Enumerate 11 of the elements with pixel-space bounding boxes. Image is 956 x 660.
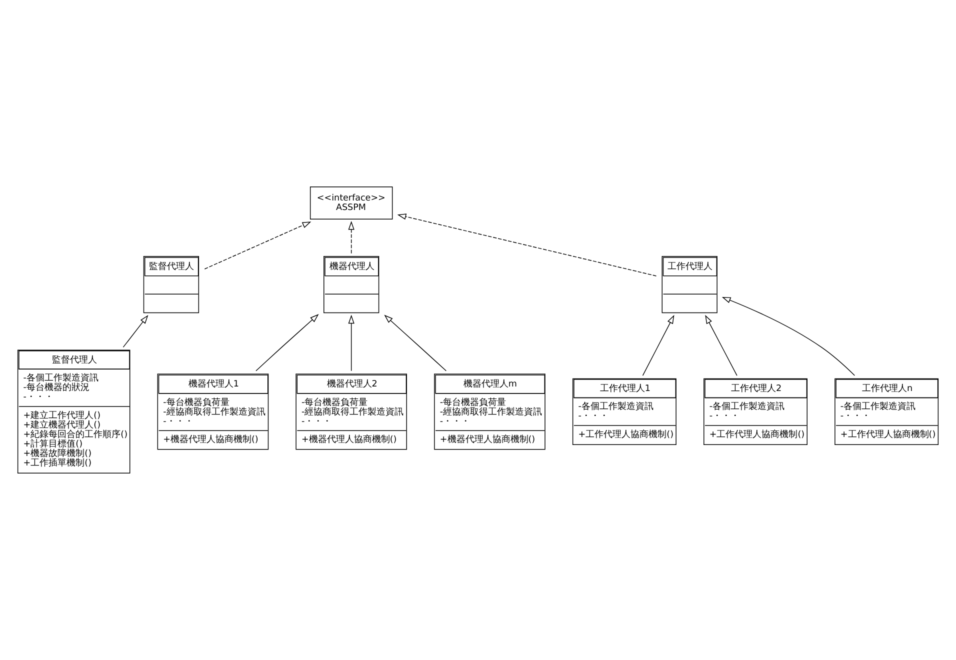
arrow [642, 314, 674, 376]
node-box: <<interface>> ASSPM [310, 186, 393, 220]
arrow [256, 314, 319, 372]
arrow [348, 220, 354, 254]
arrow [348, 314, 354, 372]
arrow [705, 314, 738, 376]
arrow [397, 214, 657, 276]
arrow [722, 296, 856, 376]
arrow [204, 222, 312, 270]
arrow [122, 314, 148, 348]
arrow [384, 314, 447, 372]
